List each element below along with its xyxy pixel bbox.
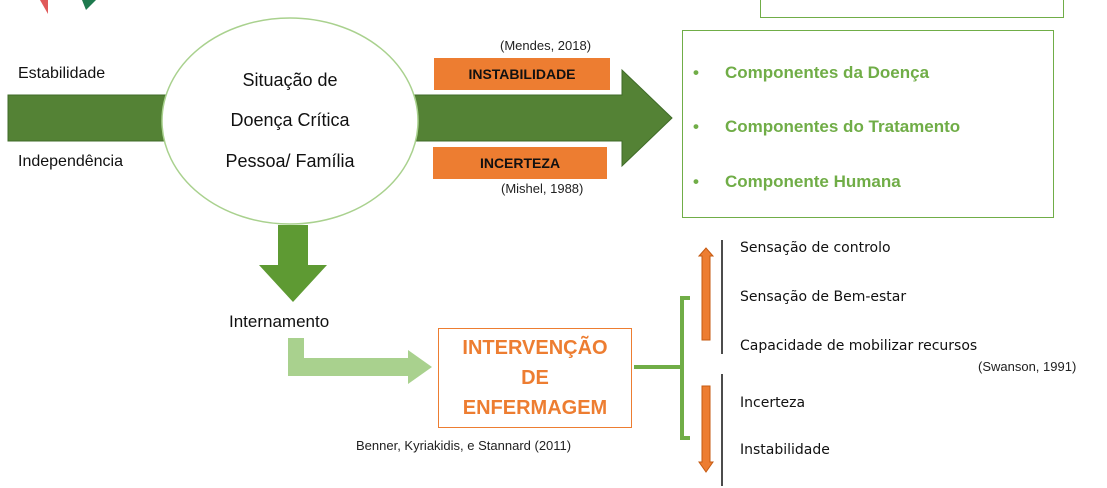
logo-fragment-icon <box>40 0 96 14</box>
bullet-icon: • <box>693 172 699 191</box>
up-arrow-orange <box>697 247 715 341</box>
outcome-resources: Capacidade de mobilizar recursos <box>740 338 978 354</box>
outcomes-citation: (Swanson, 1991) <box>978 359 1077 374</box>
down-arrow-orange <box>698 385 714 473</box>
component-label: Componentes da Doença <box>725 63 930 82</box>
component-label: Componente Humana <box>725 172 901 191</box>
intervention-line-2: DE <box>521 367 549 389</box>
intervention-line-1: INTERVENÇÃO <box>462 337 608 359</box>
outcome-wellbeing: Sensação de Bem-estar <box>740 289 907 305</box>
bullet-icon: • <box>693 117 699 136</box>
outcome-uncertainty: Incerteza <box>740 395 806 411</box>
label-independence: Independência <box>18 153 123 170</box>
outcome-control: Sensação de controlo <box>740 240 891 256</box>
label-stability: Estabilidade <box>18 65 106 82</box>
critical-illness-circle <box>161 17 419 225</box>
nursing-intervention-box: INTERVENÇÃO DE ENFERMAGEM <box>438 328 632 428</box>
components-box: • Componentes da Doença • Componentes do… <box>682 30 1054 218</box>
uncertainty-citation: (Mishel, 1988) <box>501 181 584 196</box>
circle-line-2: Doença Crítica <box>230 110 350 130</box>
admission-label: Internamento <box>229 312 330 331</box>
circle-line-3: Pessoa/ Família <box>225 151 355 171</box>
outcomes-bracket <box>664 296 690 440</box>
down-arrow <box>259 225 327 302</box>
top-right-box-edge <box>760 0 1064 18</box>
bullet-icon: • <box>693 63 699 82</box>
component-label: Componentes do Tratamento <box>725 117 961 136</box>
outcome-instability: Instabilidade <box>740 442 830 458</box>
instability-box: INSTABILIDADE <box>434 58 610 90</box>
instability-citation: (Mendes, 2018) <box>500 38 592 53</box>
circle-line-1: Situação de <box>242 70 338 90</box>
bent-arrow <box>288 338 432 384</box>
uncertainty-box: INCERTEZA <box>433 147 607 179</box>
intervention-citation: Benner, Kyriakidis, e Stannard (2011) <box>356 438 572 453</box>
intervention-line-3: ENFERMAGEM <box>462 397 608 419</box>
